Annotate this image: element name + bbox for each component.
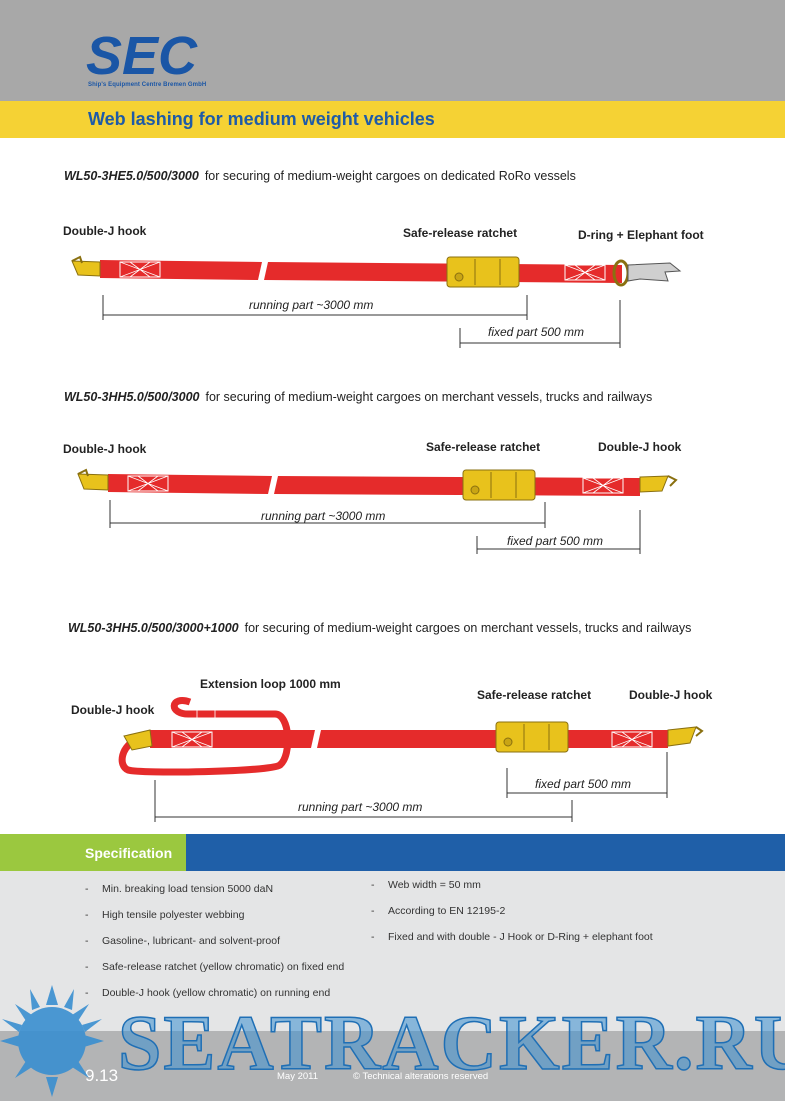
stitch-pattern [564, 264, 606, 281]
footer-note: © Technical alterations reserved [353, 1071, 489, 1082]
stitch-pattern [171, 731, 213, 748]
strap-segment [274, 476, 640, 496]
stitch-pattern [127, 475, 169, 492]
product-3-running-part: running part ~3000 mm [298, 800, 423, 814]
double-j-hook-icon [667, 475, 678, 487]
spec-item: -Fixed and with double - J Hook or D-Rin… [371, 931, 653, 943]
ratchet-icon [462, 469, 536, 501]
product-2-label-mid: Safe-release ratchet [426, 440, 541, 454]
footer-date: May 2011 [277, 1071, 319, 1082]
spec-item: -Web width = 50 mm [371, 879, 481, 891]
title-bar: Web lashing for medium weight vehicles [0, 101, 785, 138]
double-j-hook-icon [77, 473, 109, 491]
double-j-hook-icon [77, 468, 89, 477]
double-j-hook-icon [639, 475, 669, 493]
spec-item: -Min. breaking load tension 5000 daN [85, 883, 274, 895]
page-footer [0, 1031, 785, 1101]
product-1-line: WL50-3HE5.0/500/3000 for securing of medi… [64, 169, 576, 183]
logo-subtitle: Ship's Equipment Centre Bremen GmbH [88, 82, 207, 88]
double-j-hook-icon [695, 726, 704, 737]
product-2-line: WL50-3HH5.0/500/3000 for securing of medi… [64, 390, 652, 404]
product-3-line: WL50-3HH5.0/500/3000+1000 for securing of… [68, 621, 691, 635]
product-3-fixed-part: fixed part 500 mm [535, 777, 632, 791]
page-header [0, 0, 785, 101]
stitch-pattern [171, 731, 213, 748]
ratchet-icon [495, 721, 569, 753]
stitch-pattern [582, 477, 624, 494]
product-1-diagram [71, 255, 682, 348]
stitch-pattern [564, 264, 606, 281]
product-2-diagram [77, 468, 678, 554]
stitch-pattern [611, 731, 653, 748]
spec-item: -According to EN 12195-2 [371, 905, 506, 917]
strap-segment [150, 730, 315, 748]
product-3-label-ext: Extension loop 1000 mm [200, 677, 341, 691]
spec-item: -Gasoline-, lubricant- and solvent-proof [85, 935, 281, 947]
stitch-pattern [611, 731, 653, 748]
product-2-fixed-part: fixed part 500 mm [507, 534, 604, 548]
svg-text:SEC: SEC [86, 28, 198, 80]
elephant-foot-icon [627, 262, 682, 282]
product-3-diagram [118, 697, 704, 822]
page-number: 9.13 [85, 1066, 119, 1085]
product-2-label-right: Double-J hook [598, 440, 682, 454]
product-3-label-right: Double-J hook [629, 688, 713, 702]
strap-segment [100, 260, 262, 280]
strap-segment [108, 474, 272, 494]
stitch-pattern [582, 477, 624, 494]
ratchet-icon [470, 485, 480, 495]
product-2-label-left: Double-J hook [63, 442, 147, 456]
ratchet-icon [454, 272, 464, 282]
stitch-pattern [119, 261, 161, 278]
spec-title: Specification [85, 845, 173, 861]
product-2-running-part: running part ~3000 mm [261, 509, 386, 523]
double-j-hook-icon [71, 255, 83, 264]
product-1-code: WL50-3HE5.0/500/3000 [64, 169, 199, 183]
stitch-pattern [119, 261, 161, 278]
double-j-hook-icon [667, 726, 697, 747]
stitch-pattern [196, 707, 216, 719]
product-1-label-mid: Safe-release ratchet [403, 226, 518, 240]
spec-item: -High tensile polyester webbing [85, 909, 245, 921]
sec-logo: SEC [86, 26, 201, 86]
product-3-code: WL50-3HH5.0/500/3000+1000 [68, 621, 239, 635]
strap-segment [317, 730, 668, 748]
stitch-pattern [127, 475, 169, 492]
spec-tab: Specification [0, 834, 186, 871]
product-2-description: for securing of medium-weight cargoes on… [205, 390, 653, 404]
product-1-fixed-part: fixed part 500 mm [488, 325, 585, 339]
product-1-label-left: Double-J hook [63, 224, 147, 238]
extension-loop [118, 697, 292, 776]
spec-item: -Double-J hook (yellow chromatic) on run… [85, 987, 331, 999]
ratchet-icon [503, 737, 513, 747]
product-1-description: for securing of medium-weight cargoes on… [204, 169, 576, 183]
product-1-label-right: D-ring + Elephant foot [578, 228, 704, 242]
product-2-code: WL50-3HH5.0/500/3000 [64, 390, 200, 404]
spec-body [0, 871, 785, 1031]
spec-item: -Safe-release ratchet (yellow chromatic)… [85, 961, 345, 973]
page-title: Web lashing for medium weight vehicles [88, 109, 435, 129]
double-j-hook-icon [123, 729, 153, 751]
strap-segment [264, 262, 622, 283]
product-3-description: for securing of medium-weight cargoes on… [244, 621, 692, 635]
product-1-running-part: running part ~3000 mm [249, 298, 374, 312]
double-j-hook-icon [71, 260, 101, 277]
ratchet-icon [446, 256, 520, 288]
product-3-label-mid: Safe-release ratchet [477, 688, 592, 702]
product-3-label-left: Double-J hook [71, 703, 155, 717]
